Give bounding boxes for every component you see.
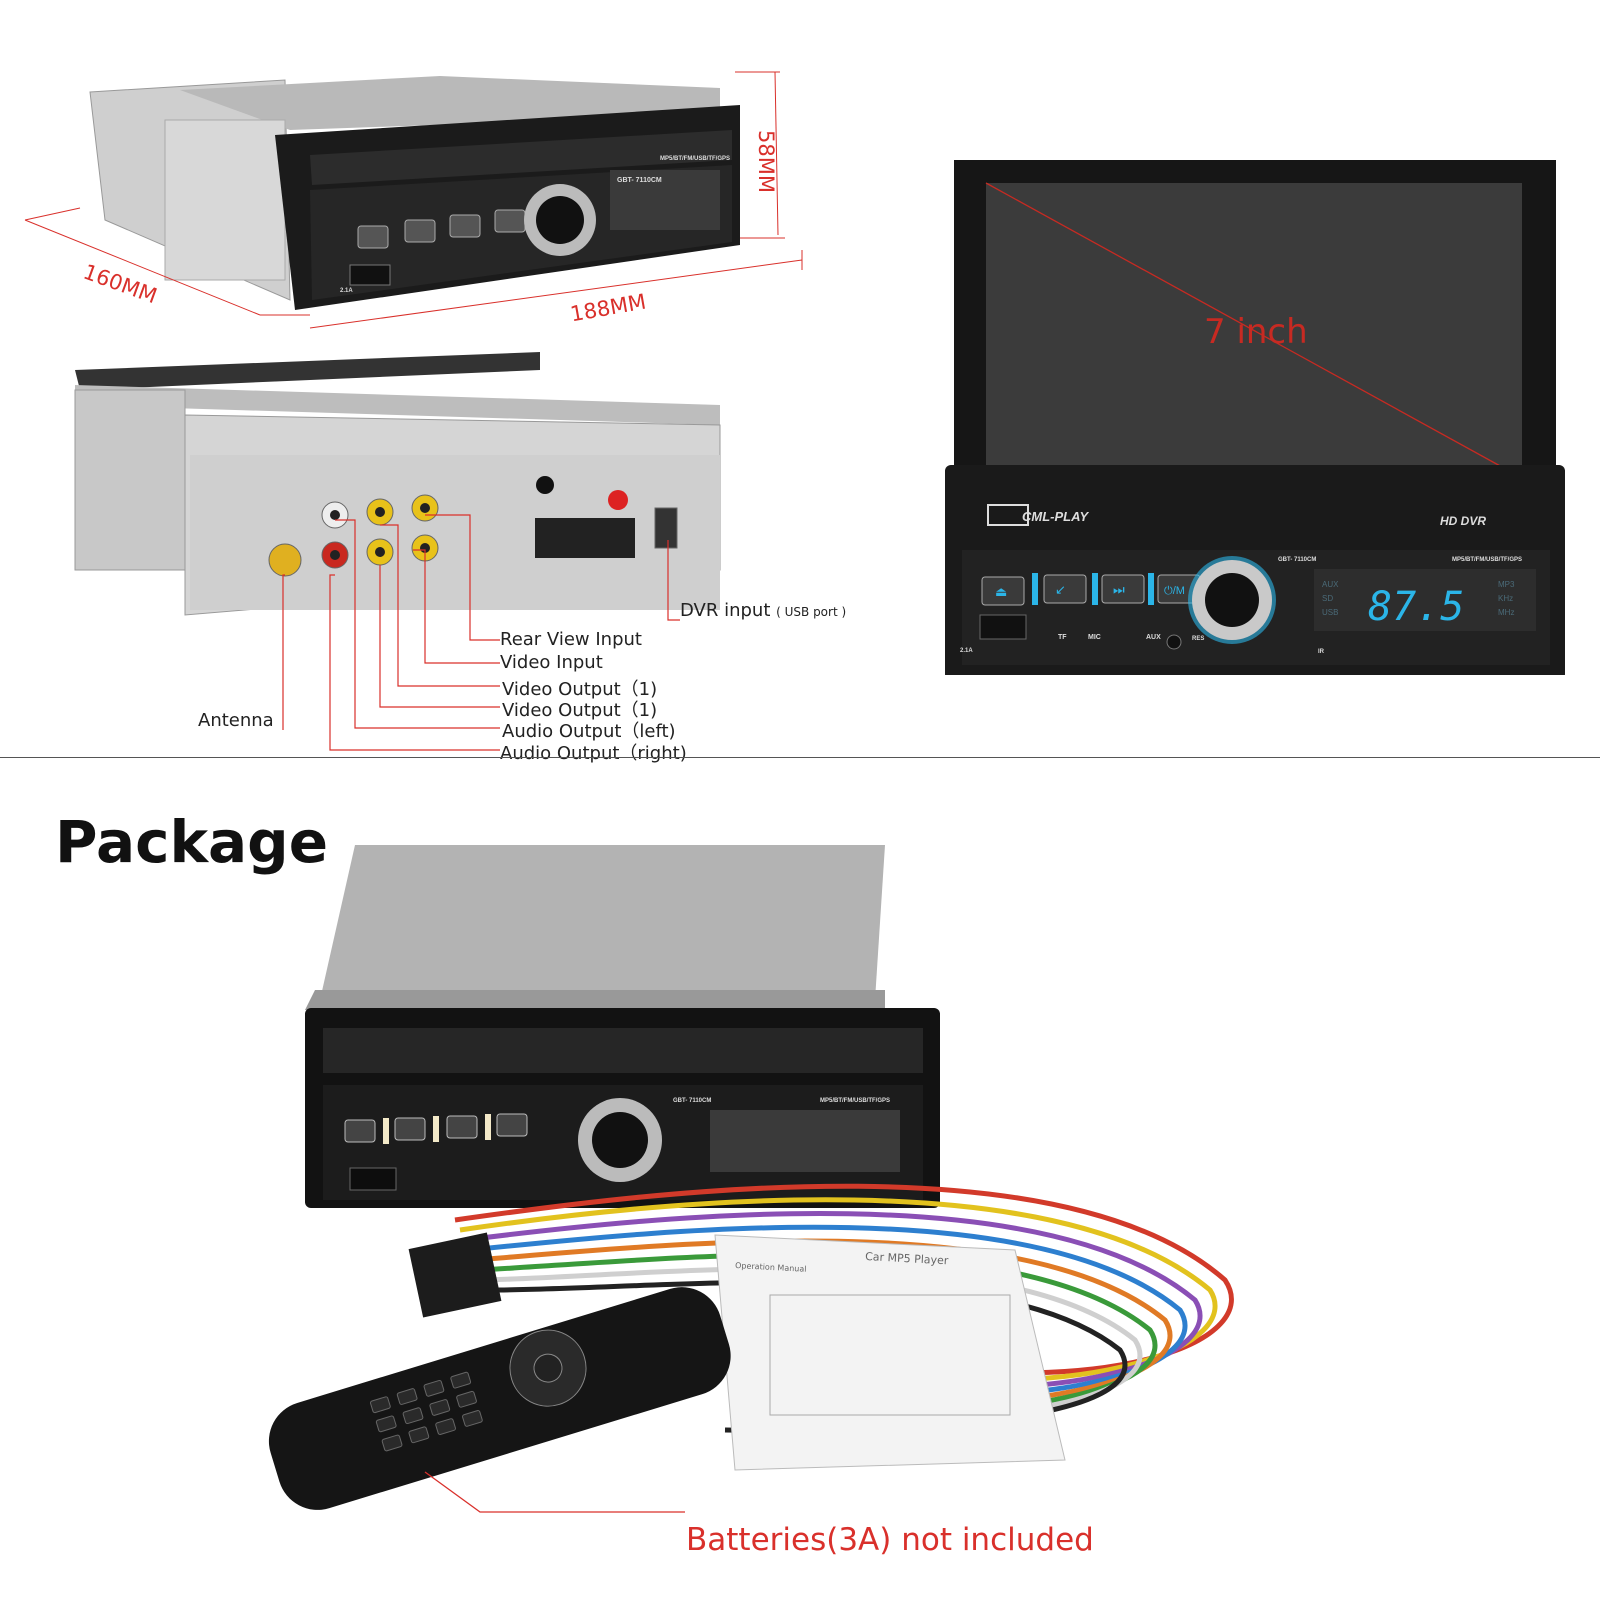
package-title: Package <box>55 808 329 876</box>
jack-tf: TF <box>1058 634 1067 641</box>
jack-aux: AUX <box>1146 634 1161 641</box>
unit-front-view: GBT- 7110CM MP5/BT/FM/USB/TF/GPS 2.1A <box>24 71 803 329</box>
remote-control <box>268 1287 731 1510</box>
usb-label: 2.1A <box>340 288 353 294</box>
label-audio-output-right: Audio Output（right) <box>500 743 687 764</box>
label-video-output-2: Video Output（1) <box>502 700 658 721</box>
mode-usb: USB <box>1322 608 1338 617</box>
mode-aux: AUX <box>1322 580 1339 589</box>
power-mode-icon: ⏻/M <box>1164 585 1185 597</box>
label-audio-output-left: Audio Output（left) <box>502 721 676 742</box>
band-icon: ↙ <box>1055 582 1066 597</box>
jack-res: RES <box>1192 636 1204 642</box>
dvr-input-note: ( USB port ) <box>776 605 847 619</box>
mode-sd: SD <box>1322 594 1333 603</box>
manual-title: Car MP5 Player <box>865 1250 949 1267</box>
ir-label: IR <box>1318 649 1325 655</box>
label-video-output-1: Video Output（1) <box>502 679 658 700</box>
formats-label: MP5/BT/FM/USB/TF/GPS <box>660 156 730 162</box>
unit-screen-view: 7 inch CML-PLAY HD DVR ⏏ ↙ ⏭ ⏻/M GBT- 71… <box>945 160 1565 675</box>
screen-size-label: 7 inch <box>1204 312 1308 352</box>
mode-mhz: MHz <box>1498 608 1514 617</box>
port-leader-lines <box>282 514 680 751</box>
jack-mic: MIC <box>1088 634 1101 641</box>
dvr-input-text: DVR input <box>680 600 771 621</box>
mode-khz: KHz <box>1498 594 1513 603</box>
package-model-label: GBT- 7110CM <box>673 1098 711 1104</box>
label-rear-view-input: Rear View Input <box>500 629 642 650</box>
mode-mp3: MP3 <box>1498 580 1515 589</box>
batteries-note: Batteries(3A) not included <box>686 1522 1094 1558</box>
frequency-display: 87.5 <box>1368 584 1464 630</box>
screen-model-label: GBT- 7110CM <box>1278 557 1316 563</box>
model-label: GBT- 7110CM <box>617 177 662 184</box>
screen-formats-label: MP5/BT/FM/USB/TF/GPS <box>1452 557 1522 563</box>
package-contents: GBT- 7110CM MP5/BT/FM/USB/TF/GPS Car MP5… <box>268 845 1234 1513</box>
hd-dvr-badge: HD DVR <box>1440 514 1486 528</box>
eject-icon: ⏏ <box>995 584 1007 599</box>
label-antenna: Antenna <box>198 710 274 731</box>
section-divider <box>0 757 1600 758</box>
brand-logo: CML-PLAY <box>1022 509 1090 524</box>
label-dvr-input: DVR input ( USB port ) <box>680 600 846 621</box>
manual-subtitle: Operation Manual <box>735 1261 807 1274</box>
label-video-input: Video Input <box>500 652 603 673</box>
next-icon: ⏭ <box>1113 582 1125 597</box>
screen-usb-label: 2.1A <box>960 648 973 654</box>
package-formats-label: MP5/BT/FM/USB/TF/GPS <box>820 1098 890 1104</box>
